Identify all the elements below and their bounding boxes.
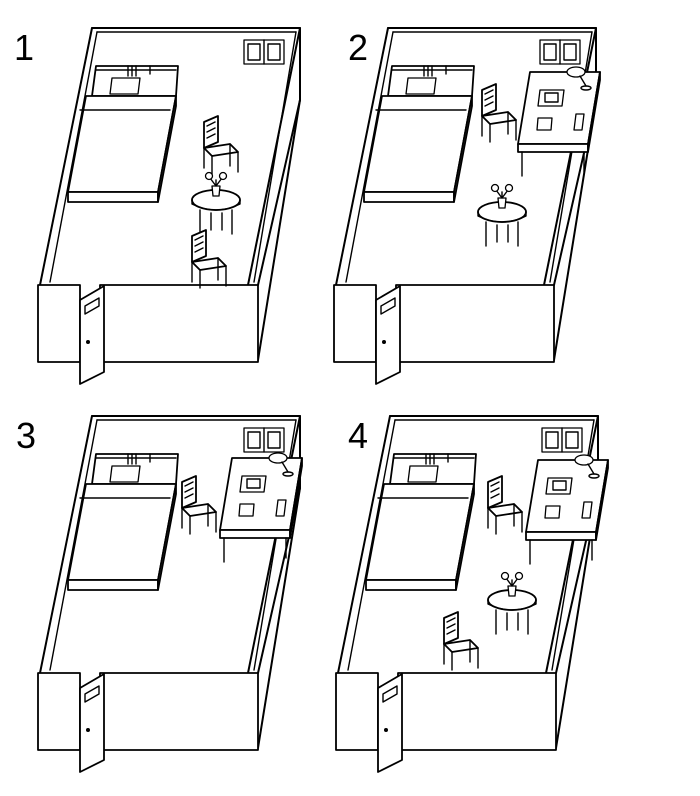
panel-2-room [333,27,601,385]
panel-4-room [335,415,609,773]
panel-number-3: 3 [16,415,37,456]
panel-3-room [37,415,303,773]
panel-number-1: 1 [14,27,35,68]
panel-1-room [37,27,301,385]
panel-number-2: 2 [348,27,369,68]
panel-number-4: 4 [348,415,369,456]
